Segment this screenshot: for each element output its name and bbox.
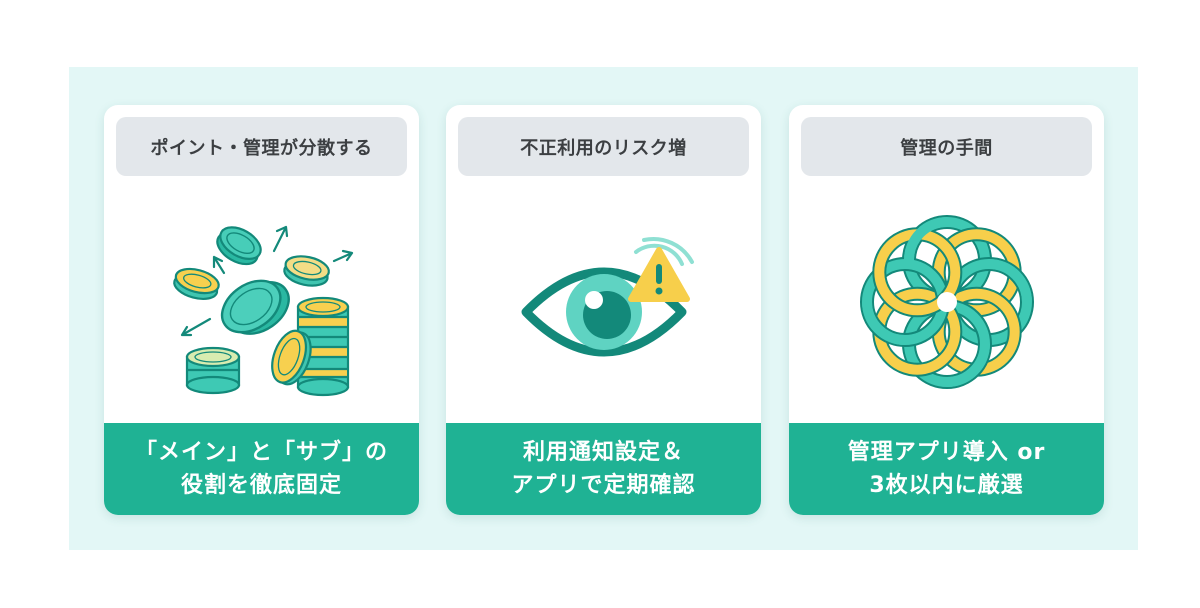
tangled-knot-icon <box>789 189 1104 415</box>
card-scattered-points: ポイント・管理が分散する <box>104 105 419 515</box>
scattered-coins-icon <box>104 189 419 415</box>
card-header: 管理の手間 <box>801 117 1092 176</box>
solution-line: アプリで定期確認 <box>511 473 696 498</box>
solution-line: 役割を徹底固定 <box>180 473 342 498</box>
card-solution: 管理アプリ導入 or 3枚以内に厳選 <box>789 423 1104 515</box>
solution-line: 利用通知設定＆ <box>522 440 684 465</box>
card-header: 不正利用のリスク増 <box>458 117 749 176</box>
card-header: ポイント・管理が分散する <box>116 117 407 176</box>
card-fraud-risk: 不正利用のリスク増 利用通知設定＆ アプリで定期確認 <box>446 105 761 515</box>
solution-line: 3枚以内に厳選 <box>869 473 1024 498</box>
card-management-effort: 管理の手間 <box>789 105 1104 515</box>
eye-warning-icon <box>446 189 761 415</box>
card-solution: 利用通知設定＆ アプリで定期確認 <box>446 423 761 515</box>
solution-line: 「メイン」と「サブ」の <box>134 440 388 465</box>
solution-line: 管理アプリ導入 or <box>847 440 1046 465</box>
card-solution: 「メイン」と「サブ」の 役割を徹底固定 <box>104 423 419 515</box>
